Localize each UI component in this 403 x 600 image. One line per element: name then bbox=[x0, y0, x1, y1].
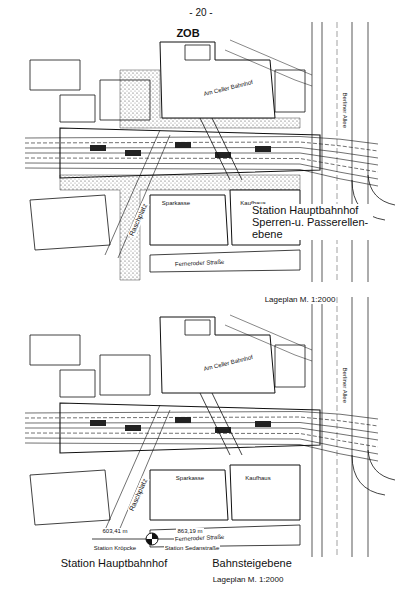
plan-line bbox=[105, 405, 160, 530]
building-outline bbox=[100, 80, 150, 120]
building-outline bbox=[160, 317, 275, 393]
escalator-block bbox=[125, 150, 141, 156]
plan-sheet bbox=[25, 22, 395, 282]
plan-line bbox=[225, 50, 312, 86]
chainage-symbol bbox=[92, 533, 225, 545]
building-outline bbox=[60, 370, 95, 397]
plan-line bbox=[25, 142, 378, 151]
scale-note: Lageplan M. 1:2000 bbox=[212, 576, 285, 585]
plan-line bbox=[322, 22, 323, 282]
building-outline bbox=[160, 42, 275, 118]
curb-curve bbox=[352, 455, 385, 495]
scale-note: Lageplan M. 1:2000 bbox=[264, 296, 337, 305]
building-outline bbox=[30, 470, 110, 525]
curb-curve bbox=[368, 175, 395, 205]
curb-curve bbox=[368, 450, 395, 480]
escalator-block bbox=[90, 420, 106, 426]
building-outline bbox=[30, 60, 80, 90]
building-outline bbox=[275, 70, 305, 112]
plan-line bbox=[25, 443, 378, 461]
plan-sheet bbox=[25, 297, 395, 557]
building-outline bbox=[185, 320, 210, 335]
building-outline bbox=[30, 335, 80, 365]
building-outline bbox=[185, 45, 210, 60]
plan-title: Bahnsteigebene bbox=[211, 557, 293, 569]
street-name: Ferneroder Straße bbox=[174, 533, 226, 542]
building-outline bbox=[150, 470, 228, 520]
plan-line bbox=[25, 163, 378, 179]
building-outline bbox=[230, 465, 300, 520]
plan-line bbox=[25, 412, 378, 420]
plan-line bbox=[118, 410, 170, 533]
page-number: - 20 - bbox=[188, 7, 213, 18]
distance-value: 863,19 m bbox=[176, 528, 203, 535]
square-name: Raschplatz bbox=[127, 477, 149, 514]
plan-line bbox=[368, 297, 369, 557]
plan-line bbox=[368, 22, 369, 282]
street-name: Berliner Allee bbox=[342, 91, 349, 128]
distance-value: 603,41 m bbox=[101, 528, 128, 535]
plan-line bbox=[25, 137, 378, 145]
plan-line bbox=[25, 168, 378, 186]
plan-line bbox=[352, 22, 353, 282]
station-name: Station Kröpcke bbox=[93, 545, 137, 552]
building-outline bbox=[150, 525, 300, 547]
plan-line bbox=[212, 393, 242, 455]
building-name: Sparkasse bbox=[161, 200, 191, 207]
escalator-block bbox=[175, 142, 191, 148]
plan-line bbox=[312, 22, 313, 282]
plan-line bbox=[322, 297, 323, 557]
plan-line bbox=[25, 438, 378, 454]
building-outline bbox=[100, 355, 150, 395]
area-label: ZOB bbox=[175, 27, 200, 39]
escalator-block bbox=[90, 145, 106, 151]
plan-line bbox=[200, 393, 230, 455]
plan-line bbox=[225, 325, 312, 361]
plan-line bbox=[25, 158, 378, 172]
street-name: Ferneroder Straße bbox=[174, 258, 226, 267]
plan-title: Station Hauptbahnhof Sperren-u. Passerel… bbox=[251, 204, 373, 240]
plan-title: Station Hauptbahnhof bbox=[60, 557, 168, 569]
building-outline bbox=[150, 195, 228, 245]
escalator-block bbox=[255, 421, 271, 427]
plan-line bbox=[200, 118, 230, 180]
building-outline bbox=[30, 195, 110, 250]
plan-line bbox=[352, 297, 353, 557]
escalator-block bbox=[175, 417, 191, 423]
escalator-block bbox=[125, 425, 141, 431]
plan-line bbox=[312, 297, 313, 557]
building-name: Kaufhaus bbox=[244, 475, 271, 482]
plan-line bbox=[105, 130, 160, 255]
plan-line bbox=[25, 433, 378, 447]
plan-line bbox=[118, 135, 170, 258]
plan-line bbox=[25, 417, 378, 426]
street-name: Berliner Allee bbox=[342, 366, 349, 403]
station-name: Station Sedanstraße bbox=[164, 545, 221, 552]
building-name: Sparkasse bbox=[175, 475, 205, 482]
plan-line bbox=[337, 297, 338, 557]
building-outline bbox=[150, 250, 300, 272]
plan-line bbox=[212, 118, 242, 180]
building-outline bbox=[275, 345, 305, 387]
plan-line bbox=[337, 22, 338, 282]
building-outline bbox=[60, 95, 95, 122]
escalator-block bbox=[255, 146, 271, 152]
